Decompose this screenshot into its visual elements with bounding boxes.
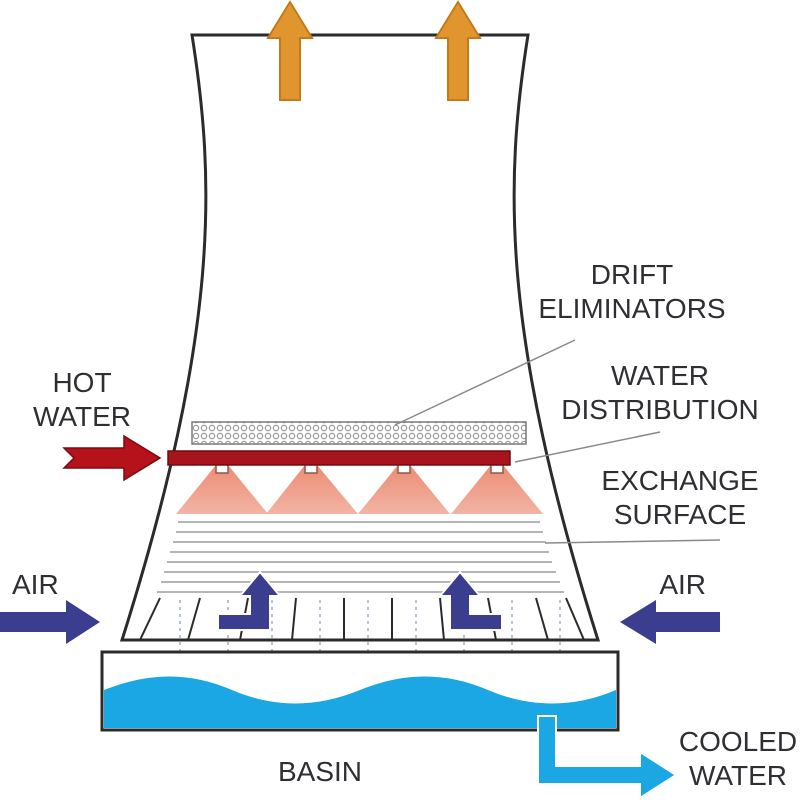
- spray-cone: [176, 465, 268, 514]
- steam-up-arrow-right: [434, 0, 482, 101]
- air-arrow-left: [0, 600, 100, 644]
- exchange-surface: [157, 521, 564, 593]
- leader-line-distribution: [514, 431, 661, 463]
- tower-shell: [119, 33, 601, 642]
- steam-up-arrow-icon: [434, 0, 482, 101]
- label-drift-eliminators: DRIFT ELIMINATORS: [538, 259, 725, 324]
- air-arrow-icon: [620, 600, 720, 644]
- water-distribution-pipe: [167, 450, 511, 466]
- svg-text:WATER: WATER: [689, 760, 787, 791]
- spray-cone: [451, 465, 543, 514]
- hot-water-arrow: [62, 434, 162, 482]
- svg-text:ELIMINATORS: ELIMINATORS: [538, 293, 725, 324]
- label-air-left: AIR: [12, 569, 59, 600]
- cooled-water-arrow-icon: [537, 715, 678, 800]
- cooled-water-arrow: [537, 715, 678, 800]
- leader-lines: [394, 339, 721, 544]
- spray-cone: [358, 465, 450, 514]
- label-air-right: AIR: [659, 569, 706, 600]
- drift-eliminator-mesh: [191, 421, 527, 445]
- air-arrow-icon: [0, 600, 100, 644]
- svg-text:SURFACE: SURFACE: [614, 499, 746, 530]
- label-basin: BASIN: [278, 756, 362, 787]
- steam-up-arrow-left: [266, 0, 314, 101]
- air-arrow-right: [620, 600, 720, 644]
- leader-line-drift: [394, 339, 576, 426]
- updraft-arrow-right: [437, 570, 503, 631]
- label-water-distribution: WATER DISTRIBUTION: [561, 360, 759, 425]
- hot-water-arrow-icon: [62, 434, 162, 482]
- steam-up-arrow-icon: [266, 0, 314, 101]
- label-cooled-water: COOLED WATER: [679, 726, 797, 791]
- svg-text:EXCHANGE: EXCHANGE: [601, 465, 758, 496]
- svg-text:COOLED: COOLED: [679, 726, 797, 757]
- updraft-arrow-icon: [437, 570, 503, 631]
- updraft-arrow-icon: [217, 570, 283, 631]
- svg-text:WATER: WATER: [33, 401, 131, 432]
- svg-text:DISTRIBUTION: DISTRIBUTION: [561, 394, 759, 425]
- label-hot-water: HOT WATER: [33, 367, 131, 432]
- leader-line-exchange: [544, 539, 721, 544]
- svg-text:WATER: WATER: [611, 360, 709, 391]
- svg-text:HOT: HOT: [52, 367, 111, 398]
- spray-cone: [266, 465, 358, 514]
- label-exchange-surface: EXCHANGE SURFACE: [601, 465, 758, 530]
- svg-text:DRIFT: DRIFT: [591, 259, 673, 290]
- basin-water: [104, 676, 616, 728]
- updraft-arrow-left: [217, 570, 283, 631]
